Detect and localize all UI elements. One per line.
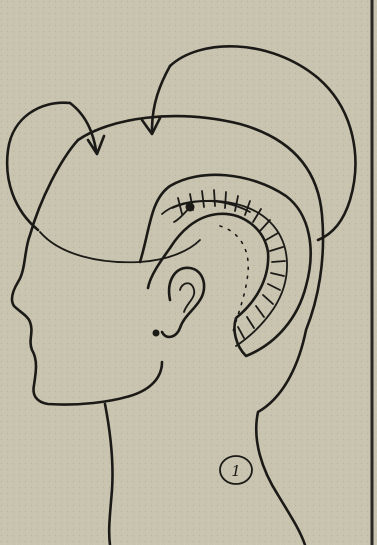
figure-number: 1: [231, 462, 241, 480]
earlobe-dot: [153, 330, 160, 337]
